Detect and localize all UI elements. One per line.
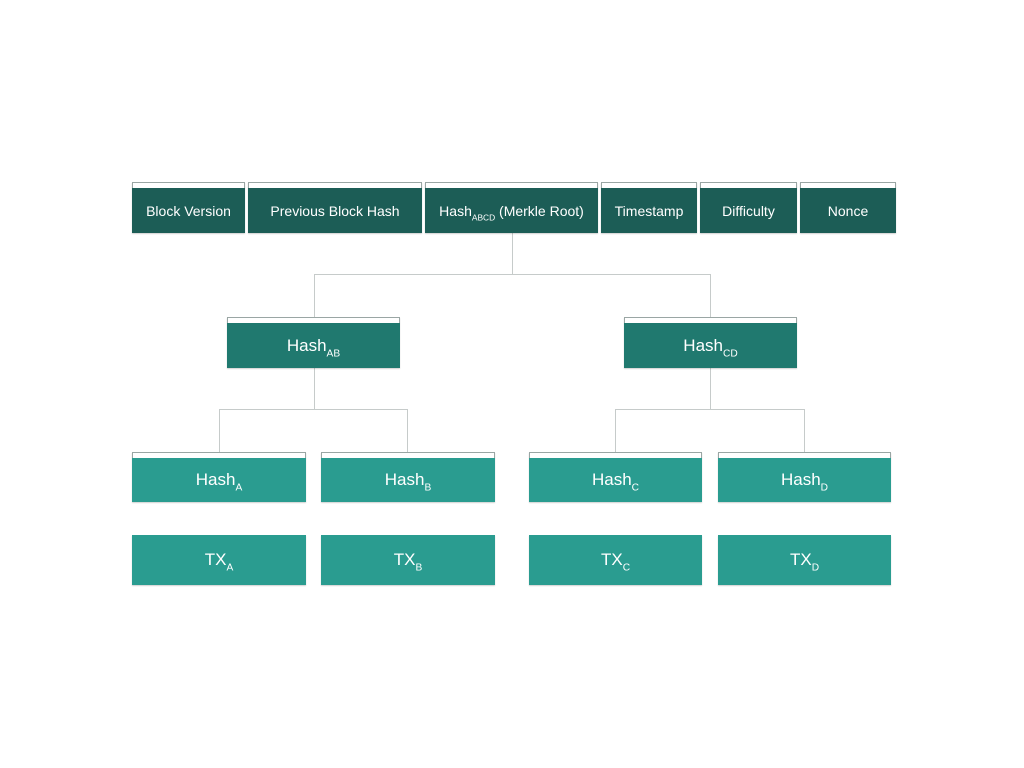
difficulty-field: Difficulty — [700, 182, 797, 233]
hash-d-label: HashD — [780, 470, 829, 494]
tx-a-node: TXA — [132, 535, 306, 585]
previous-block-hash-label: Previous Block Hash — [270, 202, 400, 219]
tx-c-label: TXC — [600, 550, 631, 574]
tx-b-label: TXB — [393, 550, 423, 574]
hash-ab-label: HashAB — [286, 335, 341, 360]
timestamp-field: Timestamp — [601, 182, 697, 233]
hash-cd-label: HashCD — [683, 335, 738, 360]
hash-a-node: HashA — [132, 452, 306, 502]
previous-block-hash-field: Previous Block Hash — [248, 182, 422, 233]
tx-a-label: TXA — [204, 550, 234, 574]
connector-root-horizontal — [314, 274, 711, 275]
timestamp-label: Timestamp — [614, 202, 684, 219]
tx-d-node: TXD — [718, 535, 891, 585]
connector-cd-horizontal — [615, 409, 805, 410]
connector-ab-down — [314, 368, 315, 409]
nonce-label: Nonce — [827, 202, 869, 219]
tx-d-label: TXD — [789, 550, 820, 574]
hash-b-node: HashB — [321, 452, 495, 502]
difficulty-label: Difficulty — [722, 202, 775, 219]
connector-to-hash-d — [804, 409, 805, 452]
hash-c-node: HashC — [529, 452, 702, 502]
connector-ab-horizontal — [219, 409, 408, 410]
tx-c-node: TXC — [529, 535, 702, 585]
hash-b-label: HashB — [384, 470, 432, 494]
connector-to-hash-b — [407, 409, 408, 452]
connector-root-down — [512, 233, 513, 274]
block-version-label: Block Version — [146, 202, 231, 219]
connector-to-hash-a — [219, 409, 220, 452]
connector-to-hash-cd — [710, 274, 711, 317]
hash-ab-node: HashAB — [227, 317, 400, 368]
hash-cd-node: HashCD — [624, 317, 797, 368]
hash-d-node: HashD — [718, 452, 891, 502]
merkle-root-label: HashABCD (Merkle Root) — [439, 202, 584, 223]
merkle-root-field: HashABCD (Merkle Root) — [425, 182, 598, 233]
connector-to-hash-c — [615, 409, 616, 452]
nonce-field: Nonce — [800, 182, 896, 233]
block-version-field: Block Version — [132, 182, 245, 233]
hash-c-label: HashC — [591, 470, 640, 494]
connector-to-hash-ab — [314, 274, 315, 317]
tx-b-node: TXB — [321, 535, 495, 585]
hash-a-label: HashA — [195, 470, 243, 494]
connector-cd-down — [710, 368, 711, 409]
